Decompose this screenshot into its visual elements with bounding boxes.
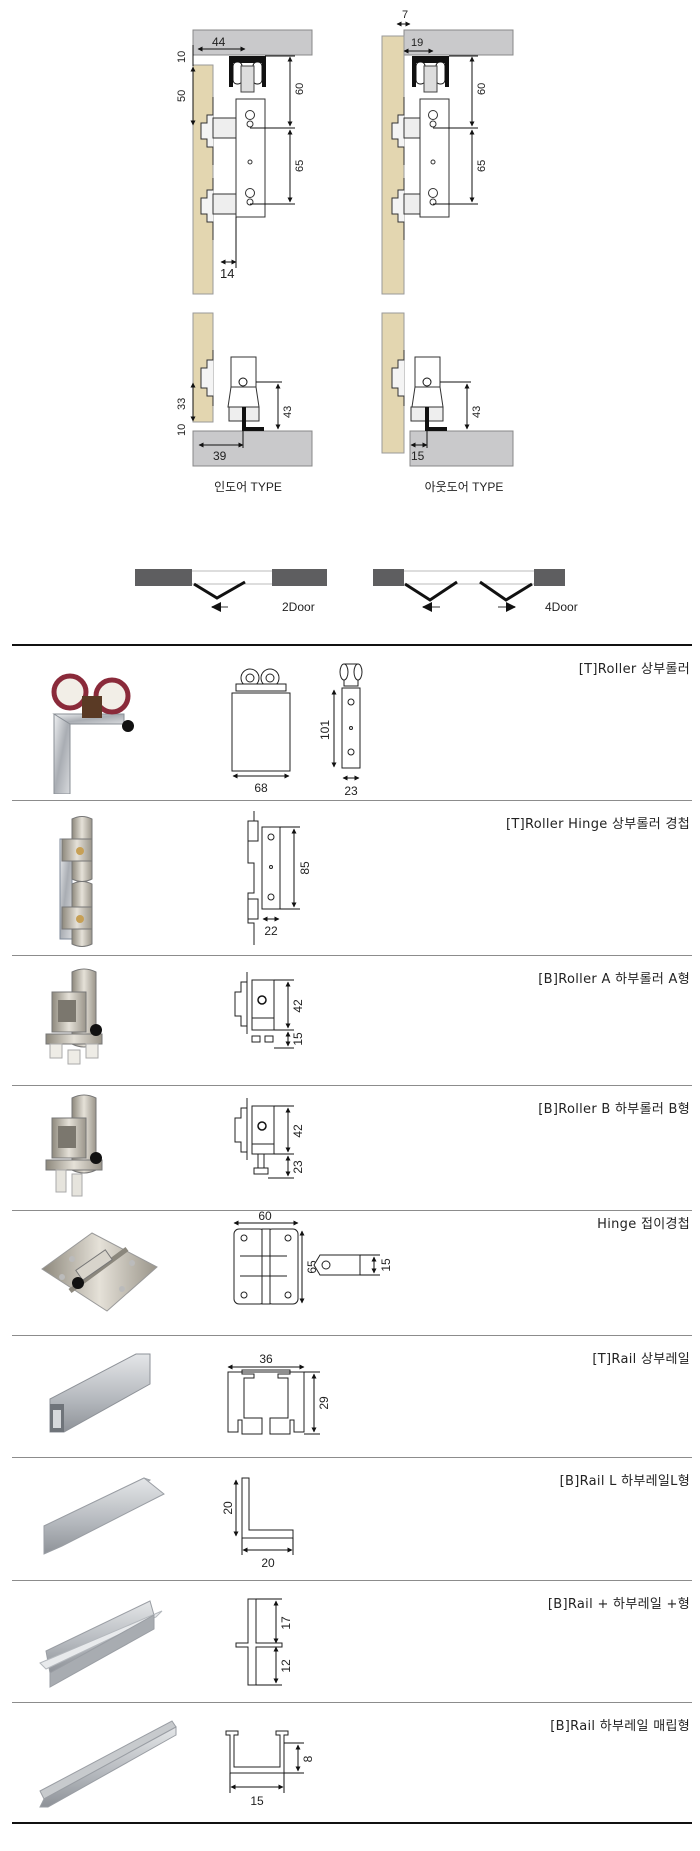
product-row-bottom-roller-b: 42 23 [B]Roller B 하부롤러 B형 <box>12 1086 692 1210</box>
row-divider <box>12 1457 692 1458</box>
dim-label: 42 <box>291 999 305 1013</box>
four-door-label: 4Door <box>545 600 578 614</box>
dim-label: 8 <box>301 1755 315 1762</box>
dim-label: 42 <box>291 1124 305 1138</box>
hinge-photo <box>41 1232 158 1312</box>
top-roller-drawing: 68 101 23 <box>231 663 363 798</box>
dim-label: 65 <box>294 160 306 172</box>
dim-label: 15 <box>411 449 425 463</box>
dim-label: 29 <box>317 1396 331 1410</box>
product-title: [B]Rail 하부레일 매립형 <box>550 1719 690 1734</box>
table-top-rule <box>12 644 692 646</box>
installation-diagram: 44 10 50 60 65 14 43 33 10 39 인도어 TYPE <box>135 9 578 614</box>
product-row-bottom-rail-plus: 17 12 [B]Rail + 하부레일 +형 <box>12 1581 692 1702</box>
two-door-label: 2Door <box>282 600 315 614</box>
top-rail-photo <box>49 1353 151 1433</box>
product-row-hinge: 60 65 15 Hinge 접이경첩 <box>12 1211 692 1335</box>
dim-label: 44 <box>212 35 226 49</box>
dim-label: 15 <box>250 1794 264 1808</box>
product-row-bottom-rail-embedded: 8 15 [B]Rail 하부레일 매립형 <box>12 1703 692 1822</box>
bottom-rail-embedded-drawing: 8 15 <box>225 1730 315 1808</box>
product-row-bottom-rail-l: 20 20 [B]Rail L 하부레일L형 <box>12 1458 692 1580</box>
dim-label: 10 <box>176 51 188 63</box>
bottom-rail-l-photo <box>43 1477 165 1555</box>
dim-label: 7 <box>402 9 408 21</box>
product-title: [B]Roller B 하부롤러 B형 <box>538 1102 690 1117</box>
top-roller-hinge-photo <box>59 816 93 947</box>
dim-label: 85 <box>298 861 312 875</box>
dim-label: 15 <box>379 1258 393 1272</box>
product-row-top-roller: 68 101 23 [T]Roller 상부롤러 <box>12 646 692 800</box>
dim-label: 43 <box>471 406 483 418</box>
dim-label: 39 <box>213 449 227 463</box>
table-bottom-rule <box>12 1822 692 1824</box>
indoor-type-diagram: 44 10 50 60 65 14 43 33 10 39 인도어 TYPE <box>176 29 313 494</box>
four-door-diagram: 4Door <box>373 569 578 614</box>
row-divider <box>12 1335 692 1336</box>
product-row-bottom-roller-a: 42 15 [B]Roller A 하부롤러 A형 <box>12 956 692 1085</box>
hinge-drawing: 60 65 15 <box>233 1211 393 1305</box>
row-divider <box>12 1085 692 1086</box>
bottom-roller-b-photo <box>45 1094 103 1197</box>
outdoor-type-caption: 아웃도어 TYPE <box>425 480 504 494</box>
dim-label: 22 <box>264 924 278 938</box>
dim-label: 12 <box>279 1659 293 1673</box>
dim-label: 68 <box>254 781 268 795</box>
dim-label: 15 <box>291 1032 305 1046</box>
dim-label: 60 <box>476 83 488 95</box>
dim-label: 19 <box>411 37 423 49</box>
product-title: [T]Roller 상부롤러 <box>578 662 690 677</box>
product-title: [T]Rail 상부레일 <box>592 1352 690 1367</box>
bottom-roller-a-photo <box>45 968 103 1065</box>
two-door-diagram: 2Door <box>135 569 327 614</box>
row-divider <box>12 1210 692 1211</box>
top-rail-drawing: 36 29 <box>227 1352 331 1435</box>
product-title: [B]Rail + 하부레일 +형 <box>547 1597 690 1612</box>
product-title: [B]Roller A 하부롤러 A형 <box>538 972 690 987</box>
product-title: [B]Rail L 하부레일L형 <box>559 1474 690 1489</box>
bottom-rail-embedded-photo <box>39 1720 177 1808</box>
dim-label: 60 <box>258 1211 272 1223</box>
product-row-top-roller-hinge: 85 22 [T]Roller Hinge 상부롤러 경첩 <box>12 801 692 955</box>
indoor-type-caption: 인도어 TYPE <box>214 480 282 494</box>
dim-label: 33 <box>176 398 188 410</box>
dim-label: 20 <box>221 1501 235 1515</box>
top-roller-hinge-drawing: 85 22 <box>247 811 312 945</box>
row-divider <box>12 955 692 956</box>
outdoor-type-diagram: 7 19 60 65 43 15 아웃도어 TYPE <box>381 9 514 494</box>
bottom-roller-a-drawing: 42 15 <box>234 972 305 1049</box>
dim-label: 101 <box>318 720 332 740</box>
dim-label: 23 <box>344 784 358 798</box>
row-divider <box>12 1702 692 1703</box>
top-roller-photo <box>51 673 134 794</box>
dim-label: 10 <box>176 424 188 436</box>
product-title: [T]Roller Hinge 상부롤러 경첩 <box>506 817 690 832</box>
bottom-rail-plus-drawing: 17 12 <box>235 1598 293 1686</box>
product-row-top-rail: 36 29 [T]Rail 상부레일 <box>12 1336 692 1457</box>
dim-label: 36 <box>259 1352 273 1366</box>
bottom-rail-l-drawing: 20 20 <box>221 1477 294 1570</box>
bottom-rail-plus-photo <box>39 1600 163 1688</box>
dim-label: 14 <box>220 266 234 281</box>
product-title: Hinge 접이경첩 <box>597 1217 690 1232</box>
dim-label: 60 <box>294 83 306 95</box>
dim-label: 50 <box>176 90 188 102</box>
bottom-roller-b-drawing: 42 23 <box>234 1098 305 1179</box>
dim-label: 17 <box>279 1616 293 1630</box>
dim-label: 65 <box>476 160 488 172</box>
row-divider <box>12 800 692 801</box>
dim-label: 23 <box>291 1160 305 1174</box>
dim-label: 43 <box>282 406 294 418</box>
dim-label: 20 <box>261 1556 275 1570</box>
row-divider <box>12 1580 692 1581</box>
